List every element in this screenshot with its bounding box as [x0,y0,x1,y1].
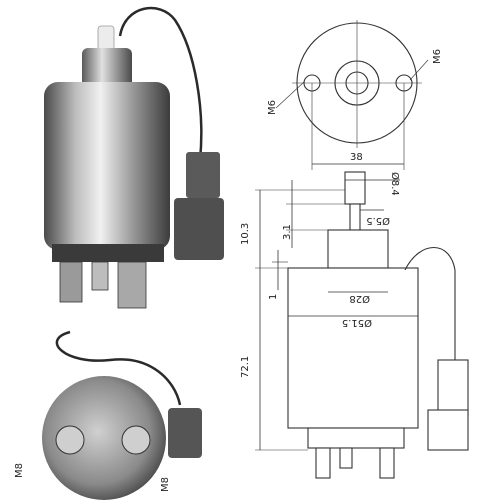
plunger-tip [97,25,115,51]
end-disc [42,376,166,500]
plunger [344,171,366,205]
hole-spacing-label: 38 [350,152,363,163]
side-view-drawing: 10.3 72.1 3.1 1 Ø8.4 Ø5.5 Ø28 Ø51.5 [240,171,469,479]
side-terminal-2 [339,447,353,469]
side-terminal-1 [315,447,331,479]
side-wire [404,246,456,360]
end-connector [168,408,202,458]
solenoid-photo-side [44,6,224,309]
stud-left [55,425,85,455]
plunger-neck [349,203,361,231]
wire-bottom [55,330,182,406]
step-height-label: 1 [268,294,279,300]
wire [118,6,203,161]
body-height-label: 72.1 [240,356,251,378]
neck-dia-label: Ø5.5 [366,215,390,227]
connector-block [186,152,220,198]
base [307,427,405,449]
main-body [44,82,170,250]
end-view-hub-inner [345,71,369,95]
body-dia-label: Ø51.5 [342,317,372,329]
end-view-hub [334,60,380,106]
terminal-right [117,261,147,309]
stud-right [121,425,151,455]
plunger-dia-label: Ø8.4 [389,172,401,196]
solenoid-photo-bottom: M8 M8 [14,330,202,500]
top-cap [82,48,132,88]
top-height-label: 10.3 [240,223,251,245]
side-connector [437,359,469,417]
thread-label-right: M8 [160,477,171,492]
base-ring [52,244,164,262]
cap [327,229,389,269]
terminal-mid [91,261,109,291]
side-terminal-3 [379,447,395,479]
plunger-travel-label: 3.1 [282,224,293,240]
terminal-left [59,261,83,303]
connector-plug [174,198,224,260]
end-view-drawing: 38 M6 M6 [267,20,443,170]
thread-label-left: M8 [14,463,25,478]
m6-label-right: M6 [432,49,443,64]
body [287,267,419,429]
cap-dia-label: Ø28 [349,293,370,305]
m6-label-left: M6 [267,100,278,115]
side-connector-plug [427,409,469,451]
